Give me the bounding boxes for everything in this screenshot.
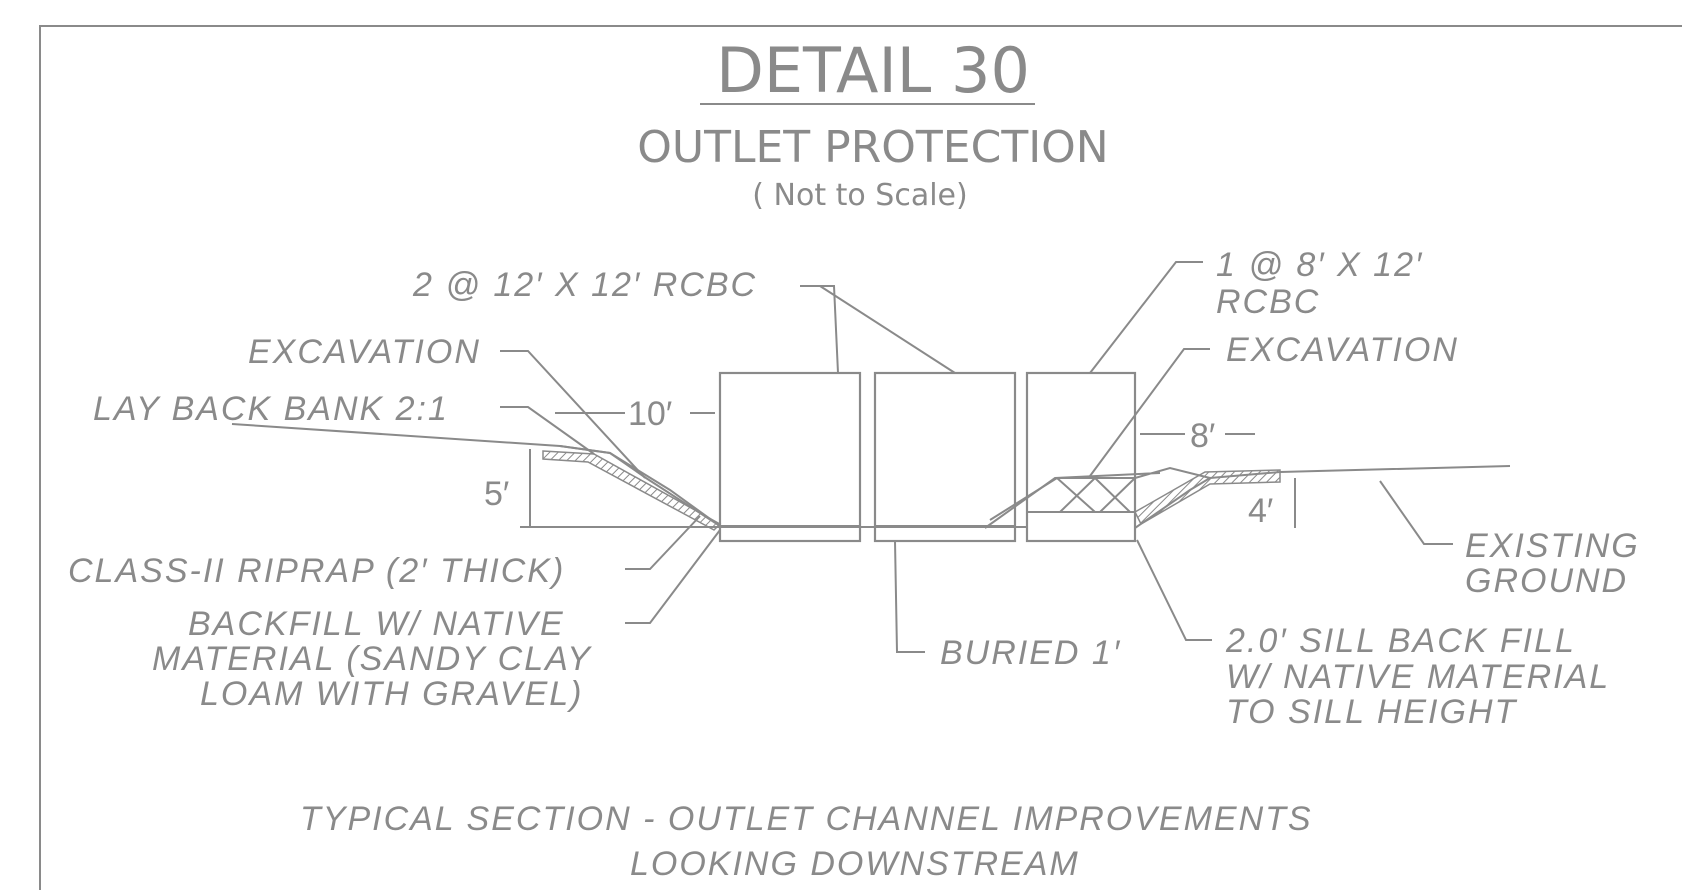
scale-note: ( Not to Scale) [752,178,967,213]
excavation-slope-right [1134,465,1511,529]
leader-excavation-right [1089,348,1210,477]
leader-rcbc-left [800,285,839,374]
rcbc-box-left [718,371,862,543]
label-rcbc-single-line2: RCBC [1216,283,1320,321]
leader-rcbc-middle [819,285,956,374]
rcbc-box-right [1025,371,1137,543]
label-sill-line3: TO SILL HEIGHT [1226,693,1517,731]
detail-title: DETAIL 30 [716,34,1030,107]
label-backfill-line3: LOAM WITH GRAVEL) [200,675,584,713]
label-rcbc-single-line1: 1 @ 8′ X 12′ [1216,246,1423,284]
excavation-slope-left [559,445,721,527]
label-lay-back-bank: LAY BACK BANK 2:1 [93,390,449,428]
dim-left-width: 10′ [628,395,672,433]
leader-backfill [625,529,721,624]
leader-lay-back [500,406,595,455]
sheet-border [39,25,1682,890]
leader-excavation-left [500,350,646,479]
label-existing-line2: GROUND [1465,562,1628,600]
caption-line2: LOOKING DOWNSTREAM [630,845,1080,883]
leader-rcbc-single [1089,261,1203,374]
label-backfill-line1: BACKFILL W/ NATIVE [188,605,565,643]
excavation-crossing [989,466,1211,521]
label-excavation-left: EXCAVATION [248,333,481,371]
detail-subtitle: OUTLET PROTECTION [637,122,1108,173]
riprap-right [1134,469,1281,526]
label-rcbc-double: 2 @ 12′ X 12′ RCBC [412,266,757,304]
ground-line-left [231,423,721,527]
leader-sill [1136,539,1212,641]
label-sill-line1: 2.0′ SILL BACK FILL [1225,622,1576,660]
label-buried: BURIED 1′ [940,634,1121,672]
dim-left-height: 5′ [484,475,509,513]
leader-existing [1379,480,1453,545]
rcbc-box-middle [873,371,1017,543]
label-riprap: CLASS-II RIPRAP (2′ THICK) [68,552,565,590]
dim-right-width: 8′ [1190,417,1215,455]
leader-riprap [625,515,701,570]
label-excavation-right: EXCAVATION [1226,331,1459,369]
label-existing-line1: EXISTING [1465,527,1640,565]
dim-right-height: 4′ [1248,492,1273,530]
caption-line1: TYPICAL SECTION - OUTLET CHANNEL IMPROVE… [300,800,1313,838]
label-backfill-line2: MATERIAL (SANDY CLAY [152,640,592,678]
leader-buried [894,540,925,653]
label-sill-line2: W/ NATIVE MATERIAL [1226,658,1610,696]
